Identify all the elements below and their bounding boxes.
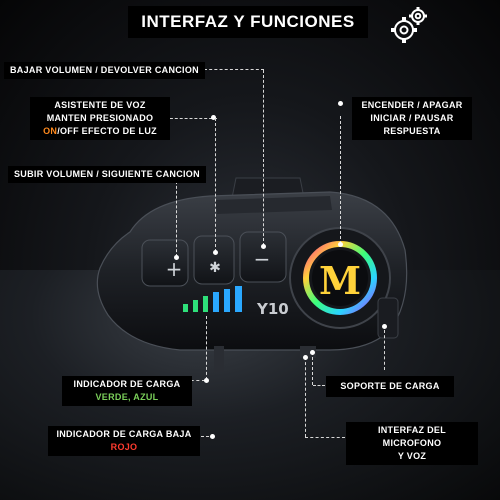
label-carga-line2: VERDE, AZUL — [95, 392, 159, 402]
led-bar-4 — [213, 292, 219, 312]
label-micro-line2: Y VOZ — [397, 451, 427, 461]
connector-dot — [382, 324, 387, 329]
label-encender-line3: RESPUESTA — [383, 126, 441, 136]
label-baja-line2: ROJO — [110, 442, 138, 452]
label-microfono: INTERFAZ DEL MICROFONO Y VOZ — [346, 422, 478, 465]
top-ridges — [215, 196, 332, 214]
connector-soporte-v — [312, 352, 313, 385]
led-bar-6 — [235, 286, 242, 312]
connector-side-v — [384, 330, 385, 370]
model-label: Y10 — [256, 300, 289, 318]
label-carga-line1: INDICADOR DE CARGA — [73, 379, 181, 389]
label-indicador-carga-baja: INDICADOR DE CARGA BAJA ROJO — [48, 426, 200, 456]
plus-symbol: + — [166, 257, 183, 281]
gears-icon — [391, 7, 427, 43]
connector-dot — [211, 115, 216, 120]
connector-dot — [210, 434, 215, 439]
connector-bajar-h — [204, 69, 264, 70]
label-indicador-carga: INDICADOR DE CARGA VERDE, AZUL — [62, 376, 192, 406]
asterisk-symbol: ✱ — [209, 260, 221, 276]
connector-bajar-v — [263, 70, 264, 246]
connector-dot — [338, 242, 343, 247]
connector-encender-v — [340, 116, 341, 244]
connector-micro-h — [305, 437, 345, 438]
connector-dot — [174, 255, 179, 260]
connector-asistente-h — [165, 118, 217, 119]
connector-dot — [338, 101, 343, 106]
label-soporte-carga: SOPORTE DE CARGA — [326, 376, 454, 397]
label-asistente-line2: MANTEN PRESIONADO — [46, 113, 154, 123]
voice-assistant-button[interactable] — [193, 235, 235, 285]
connector-baja-h — [196, 436, 214, 437]
page-title: INTERFAZ Y FUNCIONES — [128, 6, 368, 38]
label-encender: ENCENDER / APAGAR INICIAR / PAUSAR RESPU… — [352, 97, 472, 140]
connector-asistente-v — [215, 118, 216, 252]
label-asistente-rest: /OFF EFECTO DE LUZ — [57, 126, 157, 136]
led-bar-1 — [183, 304, 188, 312]
connector-soporte-h — [313, 385, 325, 386]
connector-dot — [204, 378, 209, 383]
connector-dot — [261, 244, 266, 249]
mic-connector — [214, 346, 224, 372]
connector-micro-v — [305, 357, 306, 437]
label-asistente-voz: ASISTENTE DE VOZ MANTEN PRESIONADO ON/OF… — [30, 97, 170, 140]
label-subir-volumen: SUBIR VOLUMEN / SIGUIENTE CANCION — [8, 166, 206, 183]
dial-center — [312, 250, 368, 306]
led-bar-2 — [193, 300, 198, 312]
connector-carga-h — [185, 380, 205, 381]
led-bar-5 — [224, 289, 230, 312]
connector-dot — [303, 355, 308, 360]
label-asistente-line3: ON/OFF EFECTO DE LUZ — [36, 125, 164, 138]
connector-carga-v — [206, 316, 207, 380]
label-encender-line1: ENCENDER / APAGAR — [361, 100, 463, 110]
label-bajar-volumen: BAJAR VOLUMEN / DEVOLVER CANCION — [4, 62, 205, 79]
side-mount — [377, 297, 399, 339]
connector-dot — [213, 250, 218, 255]
label-micro-line1: INTERFAZ DEL MICROFONO — [377, 425, 447, 448]
label-baja-line1: INDICADOR DE CARGA BAJA — [56, 429, 192, 439]
minus-symbol: − — [254, 247, 271, 271]
label-asistente-line1: ASISTENTE DE VOZ — [54, 100, 146, 110]
brand-logo: M — [319, 258, 361, 303]
connector-subir-v — [176, 181, 177, 257]
label-asistente-on: ON — [43, 126, 58, 136]
led-bar-3 — [203, 296, 208, 312]
connector-dot — [310, 350, 315, 355]
label-encender-line2: INICIAR / PAUSAR — [370, 113, 454, 123]
